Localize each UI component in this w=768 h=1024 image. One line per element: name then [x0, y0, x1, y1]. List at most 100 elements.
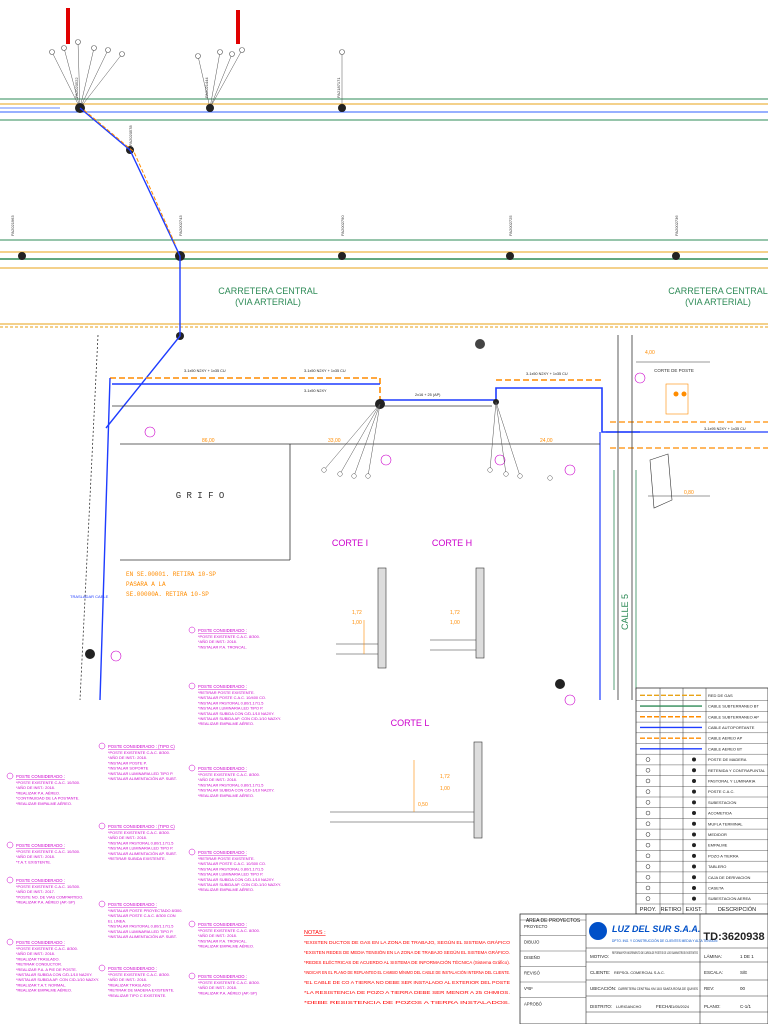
legend-description: MUFLA TERMINAL	[708, 821, 743, 826]
callout-circles-top	[49, 39, 345, 59]
legend-description: CABLE AUTOPORTANTE	[708, 725, 755, 730]
svg-text:0,50: 0,50	[418, 802, 428, 808]
legend-symbol	[645, 864, 651, 869]
dim-4: 4,00	[645, 350, 655, 356]
svg-text:PA2002736: PA2002736	[674, 215, 679, 236]
poste-note-title: POSTE CONSIDERADO : (TIPO C)	[108, 824, 175, 829]
legend-symbol	[645, 789, 651, 794]
poste-note-line: *INSTALAR SUBIDA AP. CON C/D-1/10 NA2XY.	[198, 882, 281, 887]
poste-note-line: *INSTALAR SUBIDA CON C/D-1/10 NA2XY.	[198, 877, 274, 882]
legend-description: CASETA	[708, 885, 724, 890]
poste-note-title: POSTE CONSIDERADO :	[16, 878, 65, 883]
svg-text:00: 00	[740, 986, 746, 991]
poste-note-line: *INSTALAR LUMINARIA LED TIPO P.	[198, 872, 263, 877]
corte-l-drawing	[330, 741, 483, 839]
legend-symbol	[645, 842, 651, 848]
legend-symbol	[692, 896, 696, 901]
poste-note-line: *REALIZAR P.A. AÉREO (AP.-SP)	[16, 900, 76, 905]
svg-text:PA2002743: PA2002743	[178, 215, 183, 236]
legend-description: CABLE SUBTERRANEO BT	[708, 704, 759, 709]
corte-poste-label: CORTE DE POSTE	[654, 368, 694, 373]
diagonal-cables	[0, 107, 181, 429]
svg-text:1 DE 1: 1 DE 1	[740, 954, 754, 959]
svg-text:DESCRIPCIÓN: DESCRIPCIÓN	[718, 906, 756, 913]
grifo-label: G R I F O	[176, 491, 225, 501]
poste-note-line: *INSTALAR ALIMENTACIÓN AP. SUBT.	[108, 851, 177, 856]
poste-note-title: POSTE CONSIDERADO :	[16, 843, 65, 848]
poste-note-title: POSTE CONSIDERADO :	[198, 628, 247, 633]
legend-symbol	[692, 875, 696, 880]
retiro-note: EN SE.00001. RETIRA 10-SP PASARA A LA SE…	[126, 571, 216, 598]
poste-note-line: *POSTE EXISTENTE C.A.C. 8/300.	[198, 980, 260, 985]
poste-note-line: *INSTALAR POSTE C.A.C. 10/400 CO.	[198, 695, 266, 700]
notes-block: NOTAS : *EXISTEN DUCTOS DE GAS EN LA ZON…	[304, 930, 511, 1005]
poste-notes-right: POSTE CONSIDERADO : *POSTE EXISTENTE C.A.…	[188, 626, 281, 995]
poste-ref-circle	[188, 626, 196, 634]
cable-label: 3-1x95 N2XY + 1x35 CU	[704, 427, 746, 431]
legend-symbol	[692, 778, 696, 783]
poste-note-line: *POSTE NO. DE VIAS COMPARTIDO.	[16, 894, 83, 899]
poste-note-line: *CONTINUIDAD DE LA POSTANTE.	[16, 796, 79, 801]
svg-text:PA2021444: PA2021444	[204, 77, 209, 98]
poste-note-line: *INSTALAR SUBIDA CON C/D-1/10 NA2XY.	[16, 972, 92, 977]
property-lines	[79, 334, 633, 701]
cable-label: 3-1x50 N2XY + 1x35 CU	[184, 369, 226, 373]
svg-text:EXIST.: EXIST.	[686, 907, 703, 913]
poste-note-line: *REALIZAR TIPO C EXISTENTE.	[108, 993, 166, 998]
corte-l-dims: 1,72 1,00 0,50	[418, 774, 450, 808]
legend-description: POSTE C.A.C.	[708, 789, 734, 794]
red-marks-top	[66, 8, 240, 44]
poste-symbol	[338, 104, 346, 112]
poste-note-line: *POSTE EXISTENTE C.A.C. 8/300.	[198, 772, 260, 777]
poste-note-line: *POSTE EXISTENTE C.A.C. 10/300.	[16, 849, 80, 854]
poste-note-title: POSTE CONSIDERADO :	[198, 850, 247, 855]
poste-ref-circle	[98, 822, 106, 830]
legend-description: ACOMETIDA	[708, 811, 732, 816]
poste-symbol	[672, 252, 680, 260]
legend-symbol	[692, 789, 696, 794]
poste-note-title: POSTE CONSIDERADO :	[16, 774, 65, 779]
poste-note-title: POSTE CONSIDERADO :	[198, 922, 247, 927]
poste-note-title: POSTE CONSIDERADO :	[16, 940, 65, 945]
note-line: *LA RESISTENCIA DE POZO A TIERRA DEBE SE…	[304, 990, 510, 995]
legend-symbol	[692, 853, 696, 858]
poste-note-line: *INSTALAR P.A. TRONCAL.	[198, 644, 247, 649]
poste-ref-circle	[98, 742, 106, 750]
legend-symbol	[645, 800, 651, 805]
corte-l-label: CORTE L	[391, 718, 430, 728]
poste-note-line: *POSTE EXISTENTE C.A.C. 8/300.	[16, 946, 78, 951]
legend-symbol	[692, 757, 696, 762]
poste-note-line: *INSTALAR PASTORAL 0.80/1.17/1.5	[198, 700, 263, 705]
dim-33: 33,00	[328, 438, 341, 444]
legend-symbol	[645, 778, 651, 784]
legend-description: POZO A TIERRA	[708, 853, 739, 858]
dim-080: 0,80	[684, 490, 694, 496]
legend-description: CAJA DE DERIVACION	[708, 875, 750, 880]
note-line: *EXISTEN DUCTOS DE GAS EN LA ZONA DE TRA…	[304, 940, 511, 945]
svg-text:FECHA:: FECHA:	[656, 1004, 673, 1009]
poste-note-line: *AÑO DE INST.: 2017.	[16, 889, 55, 894]
poste-ref-circle	[188, 972, 196, 980]
svg-text:REPSOL COMERCIAL S.A.C.: REPSOL COMERCIAL S.A.C.	[614, 971, 665, 975]
poste-note-line: *POSTE EXISTENTE C.A.C. 10/300.	[16, 884, 80, 889]
legend-description: RETENIDA Y CONTRAPUNTAL	[708, 768, 766, 773]
legend-symbol	[645, 821, 651, 826]
poste-note-line: *REALIZAR EMPALME AÉREO.	[198, 944, 254, 949]
legend-description: CABLE AEREO BT	[708, 746, 743, 751]
main-cables	[99, 377, 768, 701]
proyecto-row-label: DIBUJO	[524, 940, 540, 945]
poste-ref-circle	[188, 920, 196, 928]
svg-text:PA2021963: PA2021963	[10, 215, 15, 236]
td-number: TD:3620938	[703, 931, 764, 943]
cable-label: 3-1x50 N2XY + 1x35 CU	[526, 372, 568, 376]
grifo-postes	[85, 399, 565, 689]
svg-text:C-1/1: C-1/1	[740, 1004, 752, 1009]
dimension-labels: 86,00 33,00 24,00 4,00 0,80	[202, 350, 694, 496]
corte-h-dims: 1,72 1,00	[450, 610, 460, 626]
poste-note-line: *INSTALAR PASTORAL 0.80/1.17/1.5	[198, 782, 263, 787]
legend-description: POSTE DE MADERA	[708, 757, 747, 762]
note-line: *EXISTEN REDES DE MEDIA TENSIÓN EN LA ZO…	[304, 950, 510, 955]
svg-text:PA2002725: PA2002725	[508, 215, 513, 236]
